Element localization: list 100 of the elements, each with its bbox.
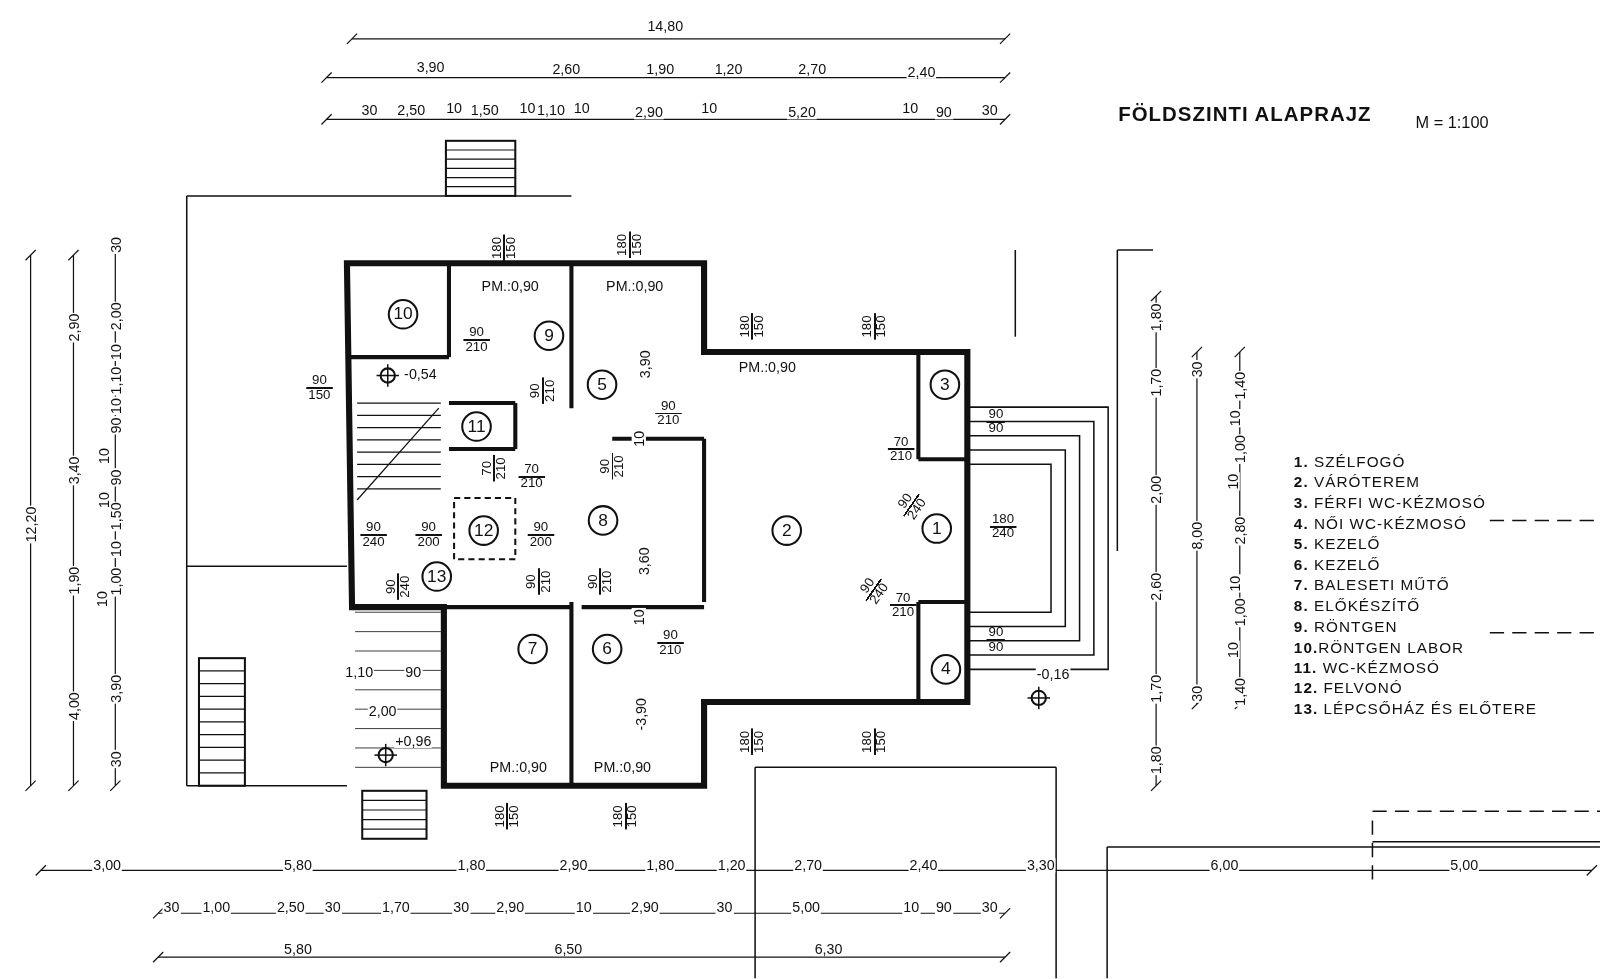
dimension-label: 2,90 [66, 312, 81, 343]
dimension-label: 2,00 [367, 704, 398, 719]
dimension-label: 30 [980, 900, 999, 915]
dimension-label: 2,90 [495, 900, 526, 915]
callout-number: 6 [591, 633, 623, 665]
window-label: PM.:0,90 [480, 278, 540, 293]
callout-number: 3 [929, 369, 961, 400]
callout-number: 13 [421, 561, 453, 592]
callout-number: 12 [468, 515, 499, 546]
dimension-label: 3,90 [637, 349, 653, 380]
dimension-label: 10 [445, 101, 464, 116]
room-key-entry: 6. KEZELŐ [1293, 556, 1381, 572]
dimension-label: 2,00 [1148, 474, 1164, 505]
dimension-label: 30 [980, 103, 999, 118]
dimension-label: 2,50 [396, 103, 427, 118]
dimension-label: 1,80 [1148, 302, 1164, 333]
dimension-label: 3,40 [66, 455, 81, 486]
dimension-label: 5,80 [283, 858, 313, 873]
dimension-label: 2,90 [634, 105, 664, 120]
dimension-label: 10 [902, 900, 921, 915]
room-key-entry: 12. FELVONÓ [1293, 680, 1403, 696]
dimension-label: 10 [1227, 409, 1242, 428]
dimension-label: 10 [631, 608, 646, 627]
dimension-label: 10 [109, 540, 124, 558]
dimension-label: 1,00 [201, 900, 232, 915]
dimension-label: 10 [94, 590, 110, 608]
dimension-label: 90 [404, 664, 423, 679]
callout-number: 5 [586, 369, 618, 400]
window-label: PM.:0,90 [605, 278, 665, 293]
dimension-label: 10 [574, 900, 593, 915]
callout-number: 9 [533, 320, 565, 351]
dimension-label: 2,40 [906, 64, 937, 79]
dimension-label: 5,20 [787, 105, 817, 120]
room-key-entry: 2. VÁRÓTEREM [1293, 474, 1421, 490]
dimension-label: -3,90 [633, 696, 648, 732]
callout-number: 10 [387, 299, 419, 330]
callout-number: 11 [461, 411, 492, 442]
dimension-label: 12,20 [23, 505, 38, 544]
dimension-label: 10 [96, 491, 112, 509]
dimension-label: 2,50 [275, 900, 306, 915]
dimension-label: 1,00 [1232, 597, 1247, 628]
dimension-label: 1,10 [536, 103, 566, 118]
room-key-entry: 13. LÉPCSŐHÁZ ÉS ELŐTERE [1293, 700, 1537, 717]
callout-number: 1 [921, 513, 953, 544]
dimension-label: 10 [1225, 641, 1240, 659]
dimension-label: 2,90 [558, 858, 589, 873]
dimension-label: 10 [572, 101, 591, 116]
dimension-label: 1,90 [66, 565, 81, 596]
dimension-label: 1,80 [456, 858, 487, 873]
dimension-label: 10 [1227, 574, 1242, 593]
dimension-label: 1,40 [1232, 676, 1247, 707]
dimension-label: 1,00 [1232, 434, 1247, 464]
dimension-label: 3,30 [1025, 858, 1056, 873]
dimension-label: 1,10 [109, 365, 124, 396]
dimension-label: 5,80 [283, 941, 313, 957]
dimension-label: 30 [360, 103, 379, 118]
dimension-label: 10 [109, 343, 124, 361]
level-mark: +0,96 [394, 733, 433, 748]
dimension-label: 3,00 [92, 858, 123, 873]
dimension-label: 1,40 [1232, 370, 1247, 401]
room-key-entry: 11. WC-KÉZMOSÓ [1293, 659, 1440, 675]
dimension-label: 30 [452, 900, 471, 915]
dimension-label: 10 [700, 101, 719, 116]
dimension-label: 30 [1189, 360, 1205, 379]
callout-number: 8 [587, 505, 619, 536]
dimension-label: 90 [109, 416, 124, 435]
dimension-label: 2,60 [1148, 571, 1164, 602]
dimension-label: 10 [901, 101, 920, 116]
room-key-entry: 4. NŐI WC-KÉZMOSÓ [1293, 515, 1467, 531]
dimension-label: 3,60 [636, 546, 651, 577]
dimension-label: 2,40 [908, 858, 939, 873]
dimension-label: 30 [1189, 684, 1205, 703]
dimension-label: 2,60 [551, 62, 582, 77]
dimension-label: 90 [934, 105, 953, 120]
scale-label: M = 1:100 [1415, 114, 1489, 131]
level-mark: -0,16 [1035, 666, 1071, 681]
dimension-label: 10 [631, 429, 646, 448]
window-label: PM.:0,90 [737, 360, 797, 375]
dimension-label: 1,00 [109, 566, 124, 597]
dimension-label: 10 [109, 397, 124, 416]
room-key-entry: 3. FÉRFI WC-KÉZMOSÓ [1293, 494, 1486, 511]
callout-number: 4 [930, 654, 962, 685]
dimension-label: 30 [109, 235, 124, 254]
dimension-label: 1,70 [381, 900, 411, 915]
dimension-label: 10 [518, 101, 537, 116]
dimension-label: 90 [934, 900, 953, 915]
dimension-label: 2,00 [109, 301, 124, 332]
room-key-entry: 8. ELŐKÉSZÍTŐ [1293, 597, 1421, 614]
dimension-label: 1,10 [344, 664, 375, 679]
dimension-label: 6,30 [813, 941, 844, 957]
dimension-label: 2,70 [793, 858, 824, 873]
dimension-label: 30 [109, 750, 124, 769]
dimension-label: 1,90 [645, 62, 676, 77]
dimension-label: 4,00 [66, 691, 81, 722]
window-label: PM.:0,90 [592, 760, 653, 775]
level-mark: -0,54 [403, 366, 438, 381]
dimension-label: 1,20 [716, 858, 747, 873]
dimension-label: 6,00 [1209, 858, 1240, 873]
dimension-label: 2,80 [1232, 515, 1247, 546]
dimension-label: 30 [323, 900, 342, 915]
